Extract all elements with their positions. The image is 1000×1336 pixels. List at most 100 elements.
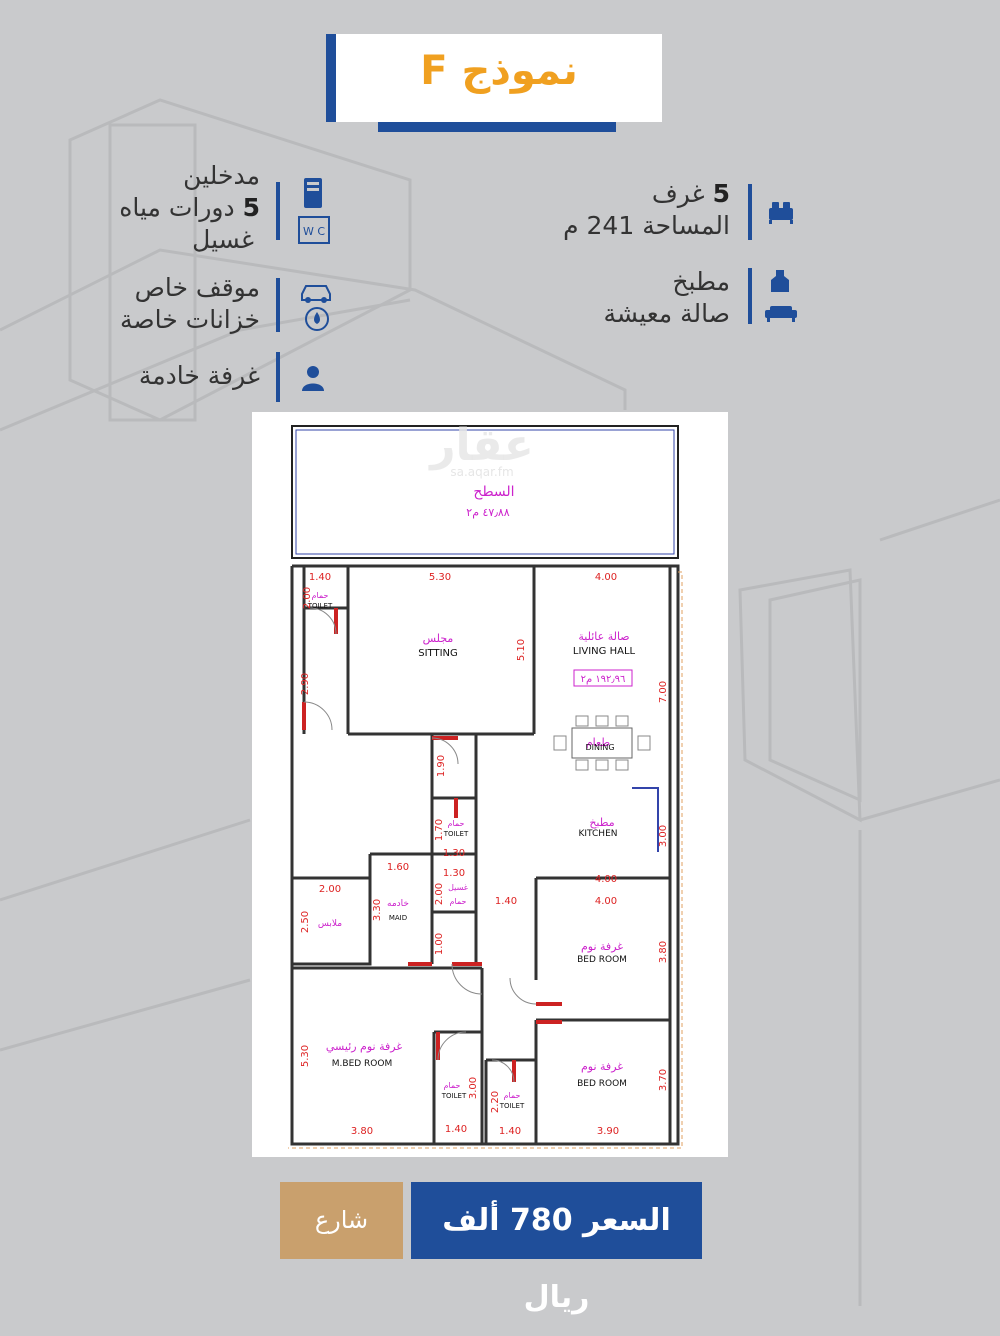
dim-label: 2.20: [490, 1091, 501, 1113]
dim-label: 2.00: [434, 883, 445, 905]
dim-label: 2.90: [300, 673, 311, 695]
dim-label: 3.70: [658, 1069, 669, 1091]
feature-entrances-wc: مدخلين 5 دورات مياه غسيل: [60, 160, 260, 256]
living-text: صالة معيشة: [603, 299, 730, 328]
dim-label: 1.60: [387, 862, 409, 873]
washing-machine-icon: [304, 178, 322, 208]
sofa-icon: [765, 306, 797, 322]
svg-text:W C: W C: [303, 225, 325, 238]
bed-label-ar: غرفة نوم: [581, 940, 623, 953]
toilet-label-en: TOILET: [441, 1092, 467, 1100]
laundry-text: غسيل: [192, 225, 254, 254]
water-tank-icon: [305, 307, 329, 331]
bath-label-ar: حمام: [448, 819, 465, 828]
dim-label: 3.80: [351, 1126, 373, 1137]
parking-text: موقف خاص: [134, 273, 260, 302]
dim-label: 1.40: [495, 896, 517, 907]
maid-label-en: MAID: [389, 914, 407, 922]
bath-label-ar: حمام: [312, 591, 329, 600]
dim-label: 5.10: [516, 639, 527, 661]
toilet-label-en: TOILET: [443, 830, 469, 838]
bed-label-en: BED ROOM: [577, 955, 627, 965]
dim-label: 4.00: [595, 896, 617, 907]
kitchen-text: مطبخ: [672, 267, 730, 296]
roof-label: السطح: [473, 484, 514, 500]
bath-label-ar: حمام: [504, 1091, 521, 1100]
area-text: المساحة 241 م: [563, 211, 730, 240]
dim-label: 1.90: [436, 755, 447, 777]
dim-label: 1.40: [445, 1124, 467, 1135]
person-icon: [302, 366, 324, 391]
closet-label-ar: ملابس: [318, 919, 342, 929]
dining-label-ar: طعام: [586, 736, 610, 749]
street-button[interactable]: شارع: [280, 1182, 403, 1259]
dim-label: 1.40: [309, 572, 331, 583]
kitchen-label-ar: مطبخ: [589, 816, 614, 829]
bed-label-en: BED ROOM: [577, 1079, 627, 1089]
dim-label: 5.30: [429, 572, 451, 583]
feature-rooms: 5 غرف المساحة 241 م: [520, 178, 730, 242]
living-label-ar: صالة عائلية: [578, 630, 629, 643]
dim-label: 1.30: [443, 848, 465, 859]
car-icon: [301, 285, 331, 303]
divider-bar: [748, 268, 752, 324]
watermark-logo: عقار: [428, 420, 534, 471]
bed-label-ar: غرفة نوم: [581, 1060, 623, 1073]
wc-word: دورات مياه: [119, 193, 235, 222]
rooms-count: 5: [712, 179, 730, 208]
rooms-word: غرف: [651, 179, 705, 208]
divider-bar: [276, 182, 280, 240]
dim-label: 2.00: [302, 587, 313, 609]
dim-label: 4.00: [595, 572, 617, 583]
roof-area: [291, 425, 679, 559]
dining-table: [553, 715, 651, 771]
chef-apron-icon: [771, 270, 789, 292]
sitting-label-ar: مجلس: [423, 632, 454, 645]
tanks-text: خزانات خاصة: [120, 305, 260, 334]
bath-label-ar: حمام: [444, 1081, 461, 1090]
bed-icon: [769, 202, 793, 224]
dim-label: 1.00: [434, 933, 445, 955]
mbed-label-ar: غرفة نوم رئيسي: [326, 1040, 402, 1053]
toilet-label-en: TOILET: [499, 1102, 525, 1110]
dim-label: 2.50: [300, 911, 311, 933]
sitting-label-en: SITTING: [418, 648, 458, 659]
watermark-url: sa.aqar.fm: [450, 465, 513, 479]
page-title: نموذج F: [420, 48, 578, 94]
divider-bar: [276, 278, 280, 332]
divider-bar: [748, 184, 752, 240]
dim-label: 3.00: [468, 1077, 479, 1099]
dim-label: 1.40: [499, 1126, 521, 1137]
mbed-label-en: M.BED ROOM: [332, 1059, 392, 1069]
maid-label-ar: خادمه: [387, 899, 409, 909]
dim-label: 2.00: [319, 884, 341, 895]
entrances-text: مدخلين: [183, 161, 260, 190]
feature-parking-tanks: موقف خاص خزانات خاصة: [60, 272, 260, 336]
maid-text: غرفة خادمة: [138, 361, 260, 390]
floor-plan: السطح ٤٧٫٨٨ م٢: [252, 412, 728, 1157]
wc-icon: W C: [298, 216, 330, 244]
dim-label: 1.70: [434, 819, 445, 841]
feature-maid: غرفة خادمة: [60, 360, 260, 392]
floor-plan-drawing: السطح ٤٧٫٨٨ م٢: [288, 420, 683, 1149]
bath-label-ar: حمام: [450, 897, 467, 906]
dim-label: 3.00: [658, 825, 669, 847]
dim-label: 5.30: [300, 1045, 311, 1067]
feature-kitchen-living: مطبخ صالة معيشة: [520, 266, 730, 330]
price-button[interactable]: السعر 780 ألف ريال: [411, 1182, 702, 1315]
dim-label: 7.00: [658, 681, 669, 703]
living-label-en: LIVING HALL: [573, 646, 636, 657]
divider-bar: [276, 352, 280, 402]
title-box: نموذج F: [326, 34, 662, 122]
dining-label-en: DINING: [585, 743, 614, 752]
wc-count: 5: [242, 193, 260, 222]
background-pattern: [0, 98, 1000, 1306]
toilet-label-en: TOILET: [307, 602, 333, 610]
roof-area-label: ٤٧٫٨٨ م٢: [466, 506, 510, 519]
dim-label: 3.90: [597, 1126, 619, 1137]
kitchen-label-en: KITCHEN: [579, 829, 618, 839]
living-area-label: ١٩٢٫٩٦ م٢: [581, 674, 626, 685]
dim-label: 3.30: [372, 899, 383, 921]
title-underline: [378, 122, 616, 132]
laundry-label-ar: غسيل: [448, 883, 468, 892]
